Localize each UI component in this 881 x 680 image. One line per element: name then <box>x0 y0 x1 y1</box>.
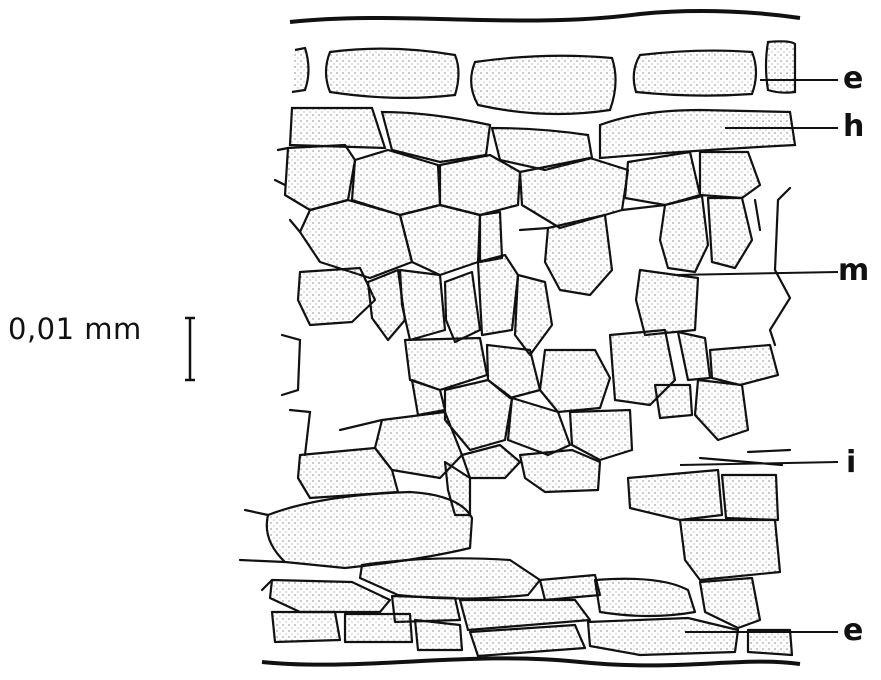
lower-cuticle-line <box>262 658 800 665</box>
scale-bar <box>185 318 195 380</box>
scale-bar-label: 0,01 mm <box>8 312 142 346</box>
upper-cuticle-line <box>290 11 800 22</box>
label-epidermis-upper: e <box>843 64 863 94</box>
label-intercellular-space: i <box>846 448 856 478</box>
mesophyll-cells <box>267 145 780 580</box>
label-mesophyll: m <box>838 256 869 286</box>
upper-epidermis-cells <box>292 41 795 114</box>
label-hypodermis: h <box>843 112 864 142</box>
label-epidermis-lower: e <box>843 616 863 646</box>
